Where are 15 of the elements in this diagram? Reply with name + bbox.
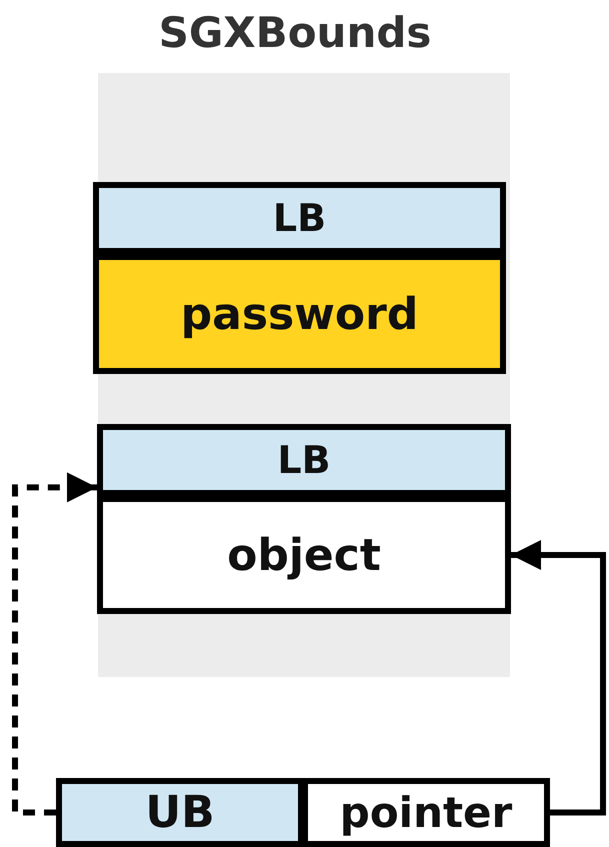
field-label: UB (145, 787, 215, 838)
memory-field-box (93, 182, 506, 254)
memory-field-box (97, 496, 511, 614)
field-label: LB (277, 438, 331, 482)
diagram-title: SGXBounds (158, 8, 432, 57)
field-label: object (227, 530, 381, 580)
memory-field-box (97, 424, 511, 496)
memory-field-box (302, 778, 550, 847)
arrow (511, 540, 606, 816)
memory-field-box (93, 254, 506, 374)
field-label: password (180, 288, 418, 340)
arrow (12, 472, 97, 816)
memory-field-box (56, 778, 304, 847)
field-label: pointer (340, 788, 512, 837)
field-label: LB (272, 196, 326, 240)
